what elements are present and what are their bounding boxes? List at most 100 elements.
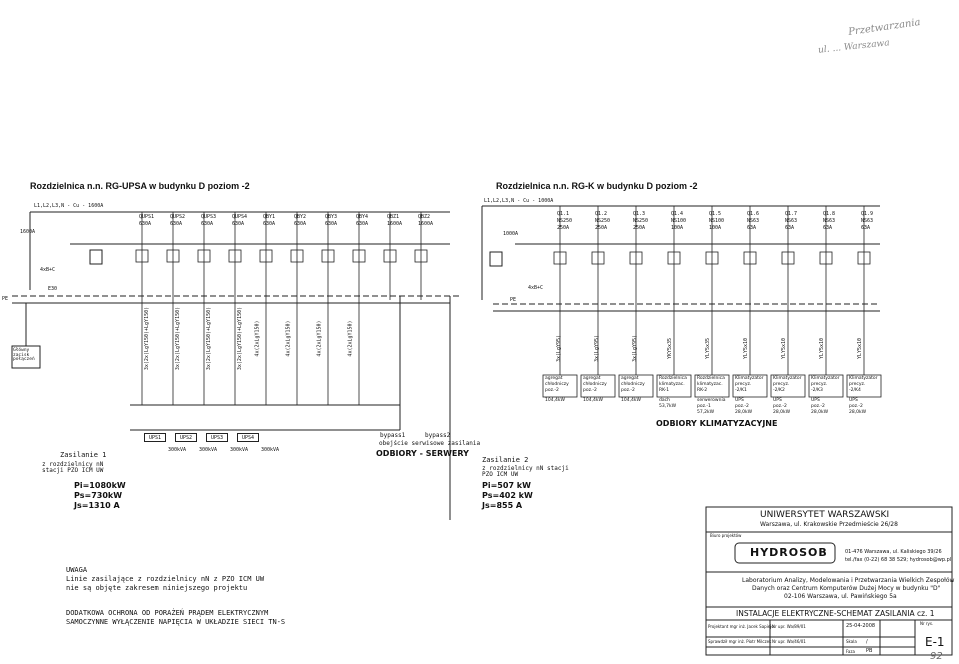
- load-desc: Klimatyzator: [849, 376, 878, 381]
- load-box: [542, 374, 578, 398]
- right-feeder-spec: NS250: [557, 218, 573, 224]
- ups-power: 300kVA: [168, 447, 187, 453]
- load-desc: serwerownia: [697, 398, 726, 403]
- left-feeder-breaker: [259, 249, 273, 263]
- university-name: UNIWERSYTET WARSZAWSKI: [760, 510, 890, 520]
- load-desc: 57,2kW: [697, 410, 715, 415]
- scale-value: /: [866, 639, 868, 645]
- right-feeder-spec: 63A: [861, 225, 871, 231]
- right-feeder-spec: Q1.2: [595, 211, 608, 217]
- left-feeder-rating: 630A: [232, 221, 245, 227]
- left-feeder-name: QBY3: [325, 214, 338, 220]
- left-panel-title: Rozdzielnica n.n. RG-UPSA w budynku D po…: [30, 181, 250, 191]
- right-feeder-breaker: [553, 251, 567, 265]
- right-feeder-spec: Q1.5: [709, 211, 722, 217]
- left-feeder-breaker: [166, 249, 180, 263]
- load-box: [580, 374, 616, 398]
- load-box: [694, 374, 730, 398]
- left-surge-label: 4xB+C: [40, 267, 56, 273]
- note-uwaga-title: UWAGA: [66, 566, 88, 574]
- load-desc: 104,4kW: [583, 398, 603, 403]
- right-feeder-spec: 250A: [595, 225, 608, 231]
- sheet-number: E-1: [925, 635, 945, 649]
- designer-license: Nr upr. Wa/89/01: [772, 624, 806, 629]
- sheet-label: Nr rys.: [920, 621, 934, 626]
- left-feeder-cable: 4x(2xLgY150): [316, 320, 323, 357]
- load-desc: precyz.: [811, 382, 828, 387]
- left-feeder-rating: 630A: [263, 221, 276, 227]
- left-feeder-name: QBZ1: [387, 214, 400, 220]
- load-box: [732, 374, 768, 398]
- company-logo: HYDROSOB: [750, 546, 828, 559]
- right-feeder-breaker: [667, 251, 681, 265]
- right-feeder-spec: Q1.4: [671, 211, 684, 217]
- university-address: Warszawa, ul. Krakowskie Przedmieście 26…: [760, 521, 898, 528]
- left-feeder-cable: 3x(2x(LgY150)+LgY150): [144, 306, 151, 371]
- left-feeder-rating: 630A: [294, 221, 307, 227]
- right-feeder-breaker: [591, 251, 605, 265]
- load-desc: -2/K2: [773, 388, 785, 393]
- load-desc: RK-1: [659, 388, 670, 393]
- load-desc: Klimatyzator: [811, 376, 840, 381]
- supply2-name: Zasilanie 2: [482, 456, 529, 464]
- right-feeder-spec: NS63: [785, 218, 798, 224]
- right-surge-label: 4xB+C: [528, 285, 544, 291]
- center-pi: Pi=507 kW: [482, 481, 531, 490]
- load-desc: klimatyzac.: [697, 382, 723, 387]
- left-feeder-breaker: [352, 249, 366, 263]
- left-feeder-rating: 1600A: [418, 221, 434, 227]
- load-desc: poz.-2: [545, 388, 559, 393]
- right-feeder-cable: 3x(LgY95): [594, 334, 601, 363]
- ups-power: 300kVA: [261, 447, 280, 453]
- load-desc: 28,0kW: [773, 410, 791, 415]
- right-feeder-spec: 63A: [785, 225, 795, 231]
- load-desc: 28,0kW: [735, 410, 753, 415]
- left-earth-label: E30: [48, 286, 58, 292]
- lab-line3: 02-106 Warszawa, ul. Pawińskiego 5a: [784, 593, 897, 600]
- left-feeder-name: QUPS3: [201, 214, 217, 220]
- right-busbar-label: L1,L2,L3,N - Cu - 1000A: [484, 198, 554, 204]
- note-uwaga-line2: nie są objęte zakresem niniejszego proje…: [66, 584, 248, 592]
- left-feeder-rating: 630A: [325, 221, 338, 227]
- right-feeder-spec: 100A: [709, 225, 722, 231]
- right-feeder-spec: Q1.8: [823, 211, 836, 217]
- left-feeder-cable: 3x(2x(LgY150)+LgY150): [206, 306, 213, 371]
- center-js: Js=855 A: [482, 501, 523, 510]
- right-feeder-spec: 63A: [747, 225, 757, 231]
- center-ps: Ps=402 kW: [482, 491, 533, 500]
- phase-value: PB: [866, 648, 873, 654]
- load-desc: poz.-2: [849, 404, 863, 409]
- right-feeder-spec: NS250: [595, 218, 611, 224]
- right-feeder-cable: YLY5x35: [705, 337, 712, 360]
- left-feeder-breaker: [290, 249, 304, 263]
- load-box: [770, 374, 806, 398]
- note-protection-line1: DODATKOWA OCHRONA OD PORAŻEŃ PRĄDEM ELEK…: [66, 609, 269, 617]
- load-box: [846, 374, 882, 398]
- left-feeder-cable: 3x(2x(LgY150)+LgY150): [175, 306, 182, 371]
- right-feeder-cable: YLY5x10: [743, 337, 750, 360]
- load-desc: poz.-2: [773, 404, 787, 409]
- right-feeder-spec: 100A: [671, 225, 684, 231]
- phase-label: Faza: [846, 649, 855, 654]
- lab-line1: Laboratorium Analizy, Modelowania i Prze…: [742, 577, 955, 584]
- left-feeder-name: QUPS4: [232, 214, 248, 220]
- right-feeder-spec: 250A: [633, 225, 646, 231]
- right-feeder-spec: Q1.9: [861, 211, 874, 217]
- load-desc: Klimatyzator: [773, 376, 802, 381]
- right-feeder-spec: NS250: [633, 218, 649, 224]
- load-desc: Rozdzielnica: [659, 376, 687, 381]
- bypass2-label: bypass2: [425, 432, 451, 439]
- right-feeder-spec: Q1.3: [633, 211, 646, 217]
- left-feeder-name: QUPS2: [170, 214, 186, 220]
- load-desc: chłodniczy: [621, 382, 645, 387]
- right-feeder-breaker: [819, 251, 833, 265]
- left-feeder-cable: 4x(2xLgY150): [347, 320, 354, 357]
- right-feeder-spec: NS63: [747, 218, 760, 224]
- server-loads-title: ODBIORY - SERWERY: [376, 449, 469, 458]
- right-feeder-spec: NS63: [823, 218, 836, 224]
- left-feeder-breaker: [228, 249, 242, 263]
- load-desc: -2/K1: [735, 388, 747, 393]
- load-desc: -2/K4: [849, 388, 861, 393]
- right-feeder-cable: YLY5x10: [781, 337, 788, 360]
- drawing-title: INSTALACJE ELEKTRYCZNE-SCHEMAT ZASILANIA…: [736, 609, 935, 618]
